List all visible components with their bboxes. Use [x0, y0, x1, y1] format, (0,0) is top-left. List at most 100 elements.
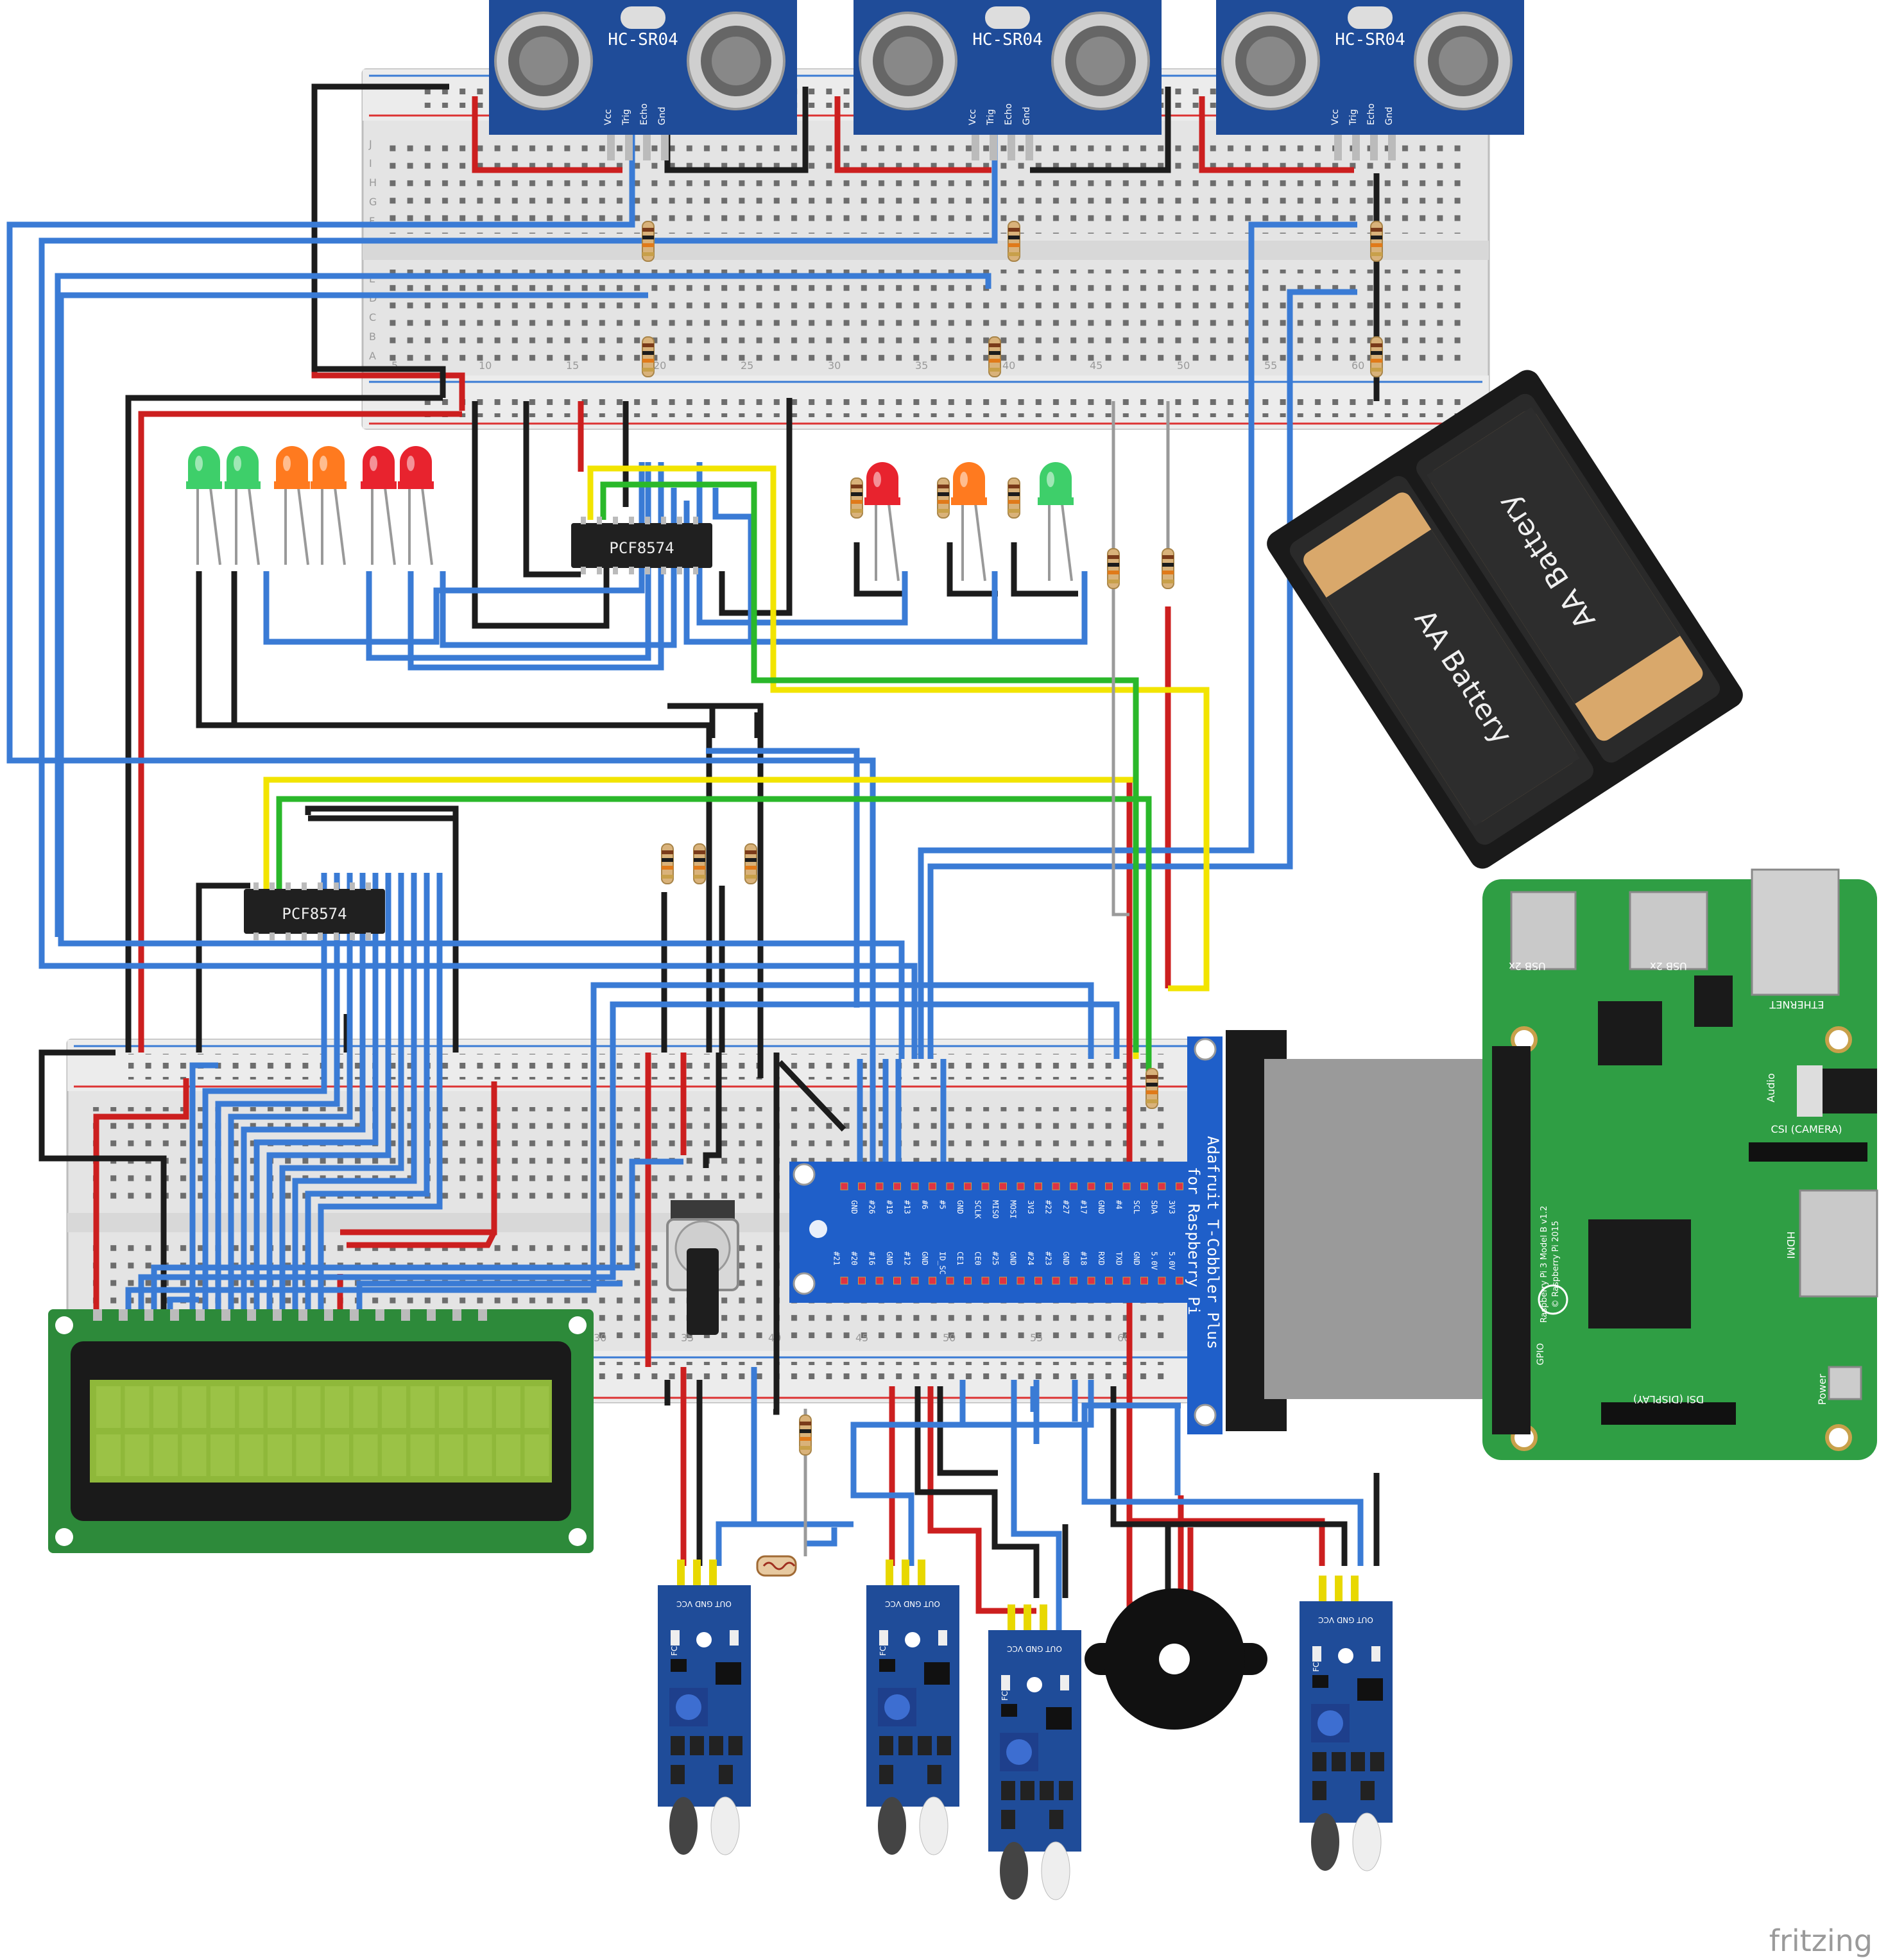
led	[398, 446, 434, 565]
hc-sr04-pin-label: Trig	[1348, 109, 1359, 126]
cobbler-pin-label: #12	[903, 1251, 912, 1266]
hc-sr04-pin-label: Vcc	[1330, 109, 1341, 125]
breadboard-column-number: 5	[391, 359, 398, 372]
breadboard-column-number: 40	[1002, 359, 1015, 372]
resistor	[1107, 548, 1120, 589]
raspberry-logo-icon	[1538, 1284, 1568, 1315]
pi-csi-label: CSI (CAMERA)	[1771, 1123, 1842, 1135]
pcf8574-top: PCF8574	[571, 517, 712, 574]
breadboard-row-letter: G	[369, 196, 377, 208]
cobbler-pin-label: GND	[956, 1200, 965, 1214]
hc-sr04-pin-label: Gnd	[1384, 107, 1394, 125]
wires	[6, 83, 1380, 1630]
breadboard-column-number: 55	[1030, 1332, 1043, 1344]
ir-modules: OUT GND VCCFC-51OUT GND VCCFC-51OUT GND …	[658, 1560, 1393, 1900]
hc-sr04-pin-label: Gnd	[657, 107, 667, 125]
led	[186, 446, 222, 565]
cobbler-pin-label: 3V3	[1026, 1200, 1035, 1214]
breadboard-column-number: 25	[741, 359, 753, 372]
resistor	[744, 843, 757, 884]
led	[951, 462, 987, 581]
resistor	[850, 477, 863, 519]
breadboard-row-letter: F	[369, 215, 375, 227]
cobbler-pin-label: SDA	[1150, 1200, 1159, 1214]
resistor	[1008, 221, 1020, 262]
pi-power-label: Power	[1816, 1373, 1828, 1405]
resistor	[1162, 548, 1174, 589]
cobbler-pin-label: #18	[1079, 1251, 1088, 1266]
cobbler-pin-label: #23	[1044, 1251, 1053, 1266]
resistor	[937, 477, 950, 519]
cobbler-pin-label: #17	[1079, 1200, 1088, 1214]
breadboard-row-letter: H	[369, 176, 377, 189]
breadboard-column-number: 15	[566, 359, 579, 372]
cobbler-pin-label: #16	[868, 1251, 877, 1266]
hc-sr04-pin-label: Vcc	[603, 109, 613, 125]
resistor	[1008, 477, 1020, 519]
cobbler-pin-label: #25	[991, 1251, 1000, 1266]
breadboard-row-letter: A	[369, 350, 376, 362]
hc-sr04-pin-label: Trig	[986, 109, 996, 126]
led	[274, 446, 310, 565]
breadboard-column-number: 10	[479, 359, 492, 372]
black-wires	[39, 83, 1380, 1611]
resistors	[642, 221, 1383, 1456]
cobbler-pin-label: #4	[1115, 1200, 1124, 1209]
ir-pin-labels: OUT GND VCC	[1318, 1615, 1373, 1624]
resistor	[642, 336, 655, 377]
hc-sr04-pin-label: Echo	[639, 103, 649, 125]
ir-sensor-module: OUT GND VCCFC-51	[988, 1604, 1081, 1900]
resistor	[693, 843, 706, 884]
pi-usb1-label: USB 2x	[1509, 960, 1546, 972]
hc-sr04-pin-label: Echo	[1004, 103, 1014, 125]
raspberry-pi: USB 2x USB 2x ETHERNET Audio CSI (CAMERA…	[1482, 868, 1878, 1460]
hc-sr04-label: HC-SR04	[972, 30, 1043, 49]
potentiometer	[666, 1200, 739, 1335]
breadboard-column-number: 30	[594, 1332, 606, 1344]
breadboard-column-number: 60	[1351, 359, 1364, 372]
pi-dsi-label: DSI (DISPLAY)	[1633, 1393, 1704, 1406]
cobbler-pin-label: #27	[1061, 1200, 1070, 1214]
breadboard-column-number: 20	[653, 359, 666, 372]
cobbler-pin-label: 5.0V	[1150, 1251, 1159, 1270]
cobbler-pin-label: #21	[832, 1251, 841, 1266]
hc-sr04-pin-label: Vcc	[968, 109, 978, 125]
ir-sensor-module: OUT GND VCCFC-51	[866, 1560, 959, 1855]
hc-sr04-pin-label: Echo	[1366, 103, 1377, 125]
leds-right	[864, 462, 1074, 581]
breadboard-column-number: 35	[915, 359, 928, 372]
ir-pin-labels: OUT GND VCC	[1007, 1644, 1062, 1653]
cobbler-pin-label: TXD	[1115, 1251, 1124, 1266]
breadboard-column-number: 30	[828, 359, 841, 372]
pi-model-line2: © Raspberry Pi 2015	[1551, 1221, 1561, 1308]
breadboard-column-number: 50	[1177, 359, 1190, 372]
cobbler-pin-label: #26	[868, 1200, 877, 1214]
breadboard-column-number: 55	[1264, 359, 1277, 372]
cobbler-pin-label: GND	[1009, 1251, 1018, 1266]
hc-sr04-label: HC-SR04	[608, 30, 678, 49]
breadboard-row-letter: B	[369, 331, 376, 343]
breadboard-row-letter: C	[369, 311, 376, 323]
lcd-display	[48, 1309, 594, 1553]
t-cobbler: 3V3SDASCL#4GND#17#27#223V3MOSIMISOSCLKGN…	[789, 1030, 1489, 1434]
cobbler-pin-label: MOSI	[1009, 1200, 1018, 1219]
led	[1038, 462, 1074, 581]
resistor	[642, 221, 655, 262]
cobbler-pin-label: #19	[885, 1200, 894, 1214]
pcf8574-left-label: PCF8574	[282, 905, 347, 923]
led	[361, 446, 397, 565]
resistor	[1145, 1068, 1158, 1109]
cobbler-pin-label: GND	[1132, 1251, 1141, 1266]
pi-hdmi-label: HDMI	[1785, 1232, 1797, 1259]
cobbler-pin-label: GND	[920, 1251, 929, 1266]
red-wires	[93, 96, 1354, 1614]
cobbler-pin-label: SCLK	[974, 1200, 982, 1219]
pi-model-line1: Raspberry Pi 3 Model B v1.2	[1540, 1206, 1549, 1323]
cobbler-pin-label: #13	[903, 1200, 912, 1214]
breadboard-row-letter: J	[368, 138, 372, 150]
breadboard-column-number: 50	[943, 1332, 956, 1344]
pcf8574-left: PCF8574	[244, 882, 385, 940]
